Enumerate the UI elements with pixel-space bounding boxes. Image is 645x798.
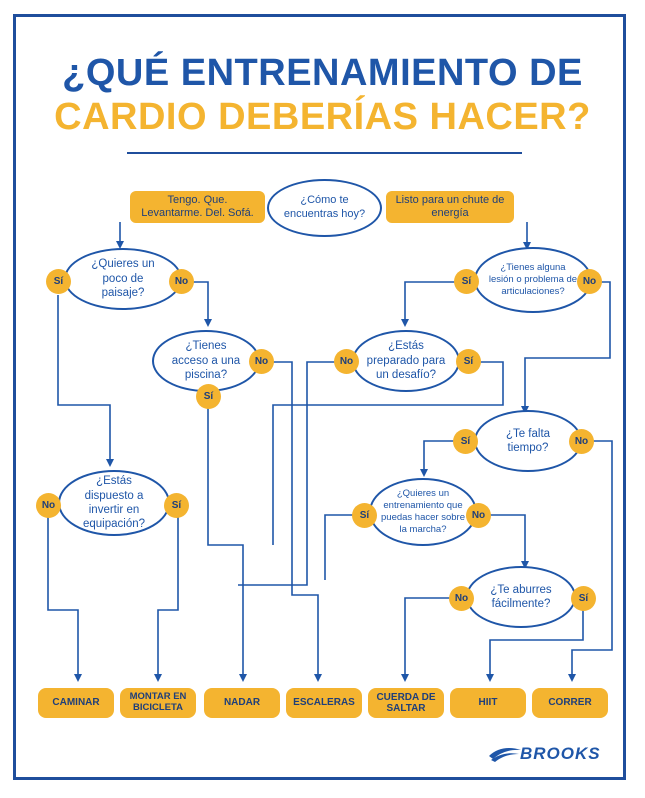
outcome-correr: CORRER [532, 688, 608, 718]
title-divider [127, 152, 522, 154]
question-piscina: ¿Tienes acceso a una piscina? [152, 330, 260, 392]
border-frame [13, 14, 626, 780]
connector [57, 295, 114, 467]
connector [154, 506, 179, 682]
connector [272, 361, 504, 545]
badge-yes-lesion: Sí [454, 269, 479, 294]
outcome-caminar: CAMINAR [38, 688, 114, 718]
badge-yes-paisaje: Sí [46, 269, 71, 294]
question-paisaje: ¿Quieres un poco de paisaje? [64, 248, 182, 310]
connector [47, 506, 82, 682]
badge-yes-marcha: Sí [352, 503, 377, 528]
title-line-1: ¿QUÉ ENTRENAMIENTO DE [62, 52, 583, 94]
outcome-cuerda-saltar: CUERDA DE SALTAR [368, 688, 444, 718]
connector [568, 440, 613, 682]
connector [207, 408, 247, 682]
badge-no-piscina: No [249, 349, 274, 374]
start-option-couch: Tengo. Que. Levantarme. Del. Sofá. [130, 191, 265, 223]
outcome-nadar: NADAR [204, 688, 280, 718]
brooks-logo-icon [489, 748, 521, 762]
start-option-energy: Listo para un chute de energía [386, 191, 514, 223]
question-marcha: ¿Quieres un entrenamiento que puedas hac… [369, 478, 477, 546]
brand-name: BROOKS [520, 744, 601, 763]
question-aburres: ¿Te aburres fácilmente? [466, 566, 576, 628]
badge-no-paisaje: No [169, 269, 194, 294]
connector [420, 440, 465, 477]
badge-yes-aburres: Sí [571, 586, 596, 611]
outcome-hiit: HIIT [450, 688, 526, 718]
badge-yes-equipacion: Sí [164, 493, 189, 518]
connector [480, 514, 529, 569]
badge-no-lesion: No [577, 269, 602, 294]
title-line-2: CARDIO DEBERÍAS HACER? [54, 96, 591, 138]
question-lesion: ¿Tienes alguna lesión o problema de arti… [474, 247, 592, 313]
connector [238, 361, 345, 586]
connector [401, 281, 465, 327]
question-start: ¿Cómo te encuentras hoy? [267, 179, 382, 237]
badge-no-marcha: No [466, 503, 491, 528]
connector [401, 597, 462, 682]
badge-yes-piscina: Sí [196, 384, 221, 409]
badge-no-tiempo: No [569, 429, 594, 454]
question-equipacion: ¿Estás dispuesto a invertir en equipació… [58, 470, 170, 536]
connector [262, 361, 322, 682]
badge-no-aburres: No [449, 586, 474, 611]
badge-yes-tiempo: Sí [453, 429, 478, 454]
outcome-escaleras: ESCALERAS [286, 688, 362, 718]
badge-yes-desafio: Sí [456, 349, 481, 374]
connector [521, 281, 611, 414]
outcome-montar-bicicleta: MONTAR EN BICICLETA [120, 688, 196, 718]
badge-no-equipacion: No [36, 493, 61, 518]
connector [486, 598, 584, 682]
connector [193, 281, 212, 327]
question-tiempo: ¿Te falta tiempo? [474, 410, 582, 472]
badge-no-desafio: No [334, 349, 359, 374]
question-desafio: ¿Estás preparado para un desafío? [352, 330, 460, 392]
connector [324, 514, 365, 580]
